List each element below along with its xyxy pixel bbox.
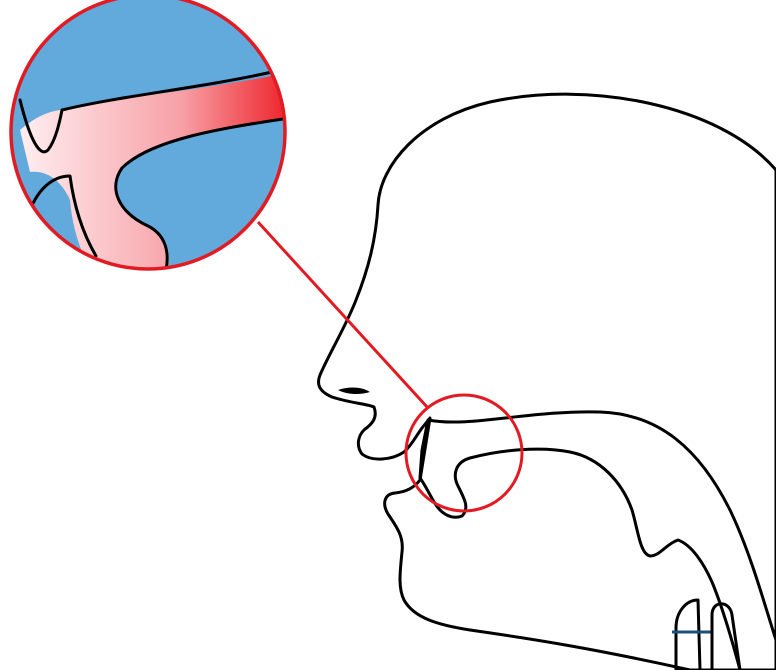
- magnifier-connector-line: [258, 222, 428, 408]
- head-silhouette: [319, 94, 776, 670]
- trachea: [676, 600, 700, 670]
- nostril: [338, 388, 370, 395]
